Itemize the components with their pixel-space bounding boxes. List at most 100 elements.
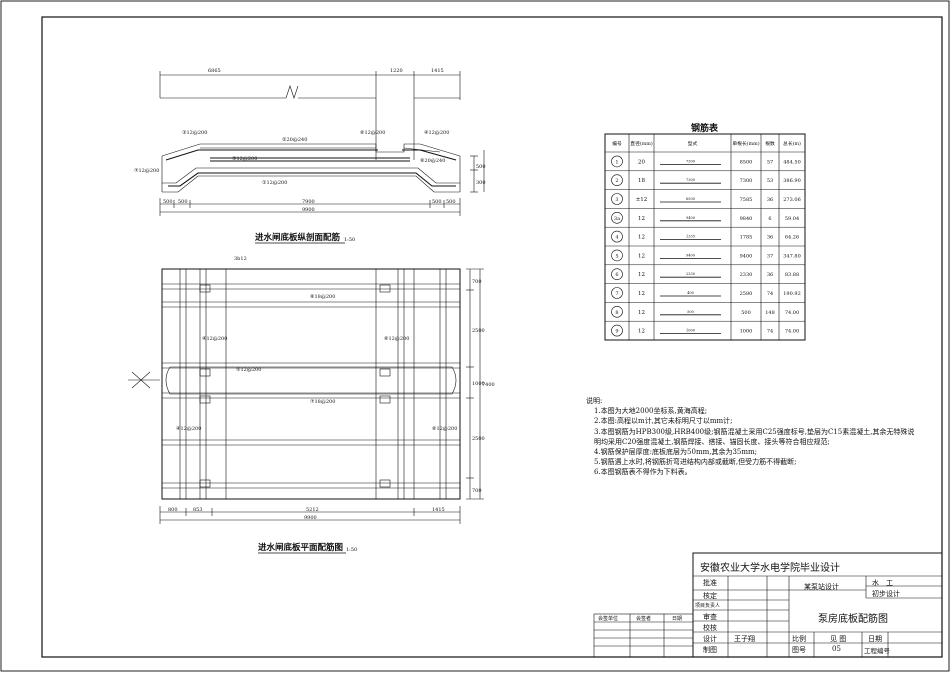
section-bottom-dim-2: 500 <box>178 199 188 205</box>
note-4: 4.钢筋保护层厚度:底板底层为50mm,其余为35mm; <box>594 448 757 457</box>
project-number-label: 工程编号 <box>864 647 890 655</box>
rebar-diameter: 12 <box>638 291 645 297</box>
section-bar-callouts: ③12@200 ②20@240 ⑥12@200 ④12@200 ⑤12@200 … <box>134 129 449 186</box>
plan-scale: 1:50 <box>346 547 357 553</box>
rebar-no-circle <box>611 155 623 168</box>
plan-bar-7: ⑦18@200 <box>310 398 335 405</box>
rebar-count: 148 <box>765 310 775 316</box>
note-2: 2.本图:高程以m计,其它未标明尺寸以mm计; <box>594 417 733 426</box>
note-3: 3.本图钢筋为HPB300级,HRB400级;钢筋混凝土采用C25强度标号,垫层… <box>594 427 915 446</box>
rebar-diameter: 12 <box>638 216 645 222</box>
rebar-count: 36 <box>767 197 773 203</box>
rebar-shape-dim: 2330 <box>686 272 695 276</box>
notes-title: 说明: <box>586 397 603 405</box>
rebar-length: 8500 <box>740 159 753 165</box>
rebar-count: 36 <box>767 235 773 241</box>
rebar-diameter: ±12 <box>636 197 648 203</box>
plan-bottom-dim-3: 5212 <box>306 507 319 513</box>
rebar-total: 83.88 <box>785 272 799 278</box>
rebar-header-1: 直径(mm) <box>630 140 653 147</box>
section-right-dim-2: 300 <box>476 180 486 186</box>
rebar-no: 3a <box>614 216 620 222</box>
rebar-diameter: 12 <box>638 310 645 316</box>
rebar-no: 9 <box>615 329 618 335</box>
date-label: 日期 <box>868 635 882 643</box>
rebar-shape-dim: 7300 <box>686 159 695 163</box>
plan-bar-4a: ④12@200 <box>202 335 227 342</box>
rebar-no-circle <box>611 324 623 337</box>
rebar-shape-dim: 7300 <box>686 178 695 182</box>
sheet-number: 05 <box>832 645 841 653</box>
section-bottom-dim-3: 7900 <box>302 199 315 205</box>
rebar-total: 347.80 <box>783 253 801 259</box>
plan-dimension-labels: 800 853 5212 1415 9900 700 2500 1000 250… <box>168 279 495 521</box>
plan-right-dim-2: 2500 <box>472 328 485 334</box>
rebar-no: 6 <box>615 272 618 278</box>
discipline: 水 工 <box>872 579 893 587</box>
rebar-total: 74.00 <box>785 329 799 335</box>
rebar-no-circle <box>611 174 623 186</box>
section-bar-7: ⑦12@200 <box>134 167 159 174</box>
sign-header-unit: 会签单位 <box>598 616 619 622</box>
plan-right-dim-1: 700 <box>472 279 482 285</box>
rebar-diameter: 12 <box>638 272 645 278</box>
rebar-no: 2 <box>615 178 618 184</box>
rebar-header-5: 总长(m) <box>783 140 801 147</box>
section-top-dim-2: 1220 <box>390 68 403 74</box>
section-top-dim-1: 6865 <box>208 68 221 74</box>
plan-bar-3b: 3b12 <box>234 256 247 262</box>
rebar-no-circle <box>611 305 623 318</box>
plan-right-dim-3: 1000 <box>472 381 485 387</box>
rebar-shape-dim: 9400 <box>686 253 695 257</box>
longitudinal-section-view <box>159 71 485 216</box>
plan-bottom-dim-4: 1415 <box>432 507 445 513</box>
plan-title: 进水闸底板平面配筋图 <box>258 542 343 553</box>
rebar-no: 1 <box>615 159 618 165</box>
designer-name: 王子翔 <box>734 635 755 643</box>
scale-label: 比例 <box>792 635 806 643</box>
rebar-count: 53 <box>767 178 773 184</box>
rebar-total: 64.26 <box>785 235 799 241</box>
plan-right-total: 7400 <box>482 382 495 388</box>
section-bar-5: ⑤12@200 <box>232 155 257 162</box>
plan-bar-8: ⑧18@200 <box>310 293 335 300</box>
plan-bar-5: ⑤12@200 <box>236 366 261 373</box>
plan-bottom-dim-2: 853 <box>193 507 203 513</box>
note-1: 1.本图为大地2000坐标系,黄海高程; <box>594 407 708 416</box>
rebar-length: 1000 <box>740 329 753 335</box>
rebar-header-2: 型式 <box>688 140 698 147</box>
sign-header-date: 日期 <box>672 616 683 622</box>
plan-total-dim: 9900 <box>304 515 317 521</box>
rebar-shape-dim: 1000 <box>686 329 695 333</box>
section-bar-3: ③12@200 <box>182 129 207 136</box>
rebar-shape-dim: 1335 <box>686 235 695 239</box>
plan-bar-callouts: 3b12 ⑧18@200 ⑤12@200 ④12@200 ⑥12@200 ⑦18… <box>176 256 457 432</box>
rebar-header-3: 单根长(mm) <box>732 140 759 147</box>
rebar-diameter: 12 <box>638 329 645 335</box>
section-bottom-dim-5: 500 <box>446 199 456 205</box>
rebar-header-4: 根数 <box>765 140 775 147</box>
rebar-diameter: 20 <box>638 159 645 165</box>
rebar-count: 6 <box>768 216 771 222</box>
role-lead: 项目负责人 <box>695 603 721 609</box>
project-name: 某泵站设计 <box>804 583 839 591</box>
sign-header-signer: 会签者 <box>636 616 652 622</box>
role-draft: 制图 <box>703 646 717 654</box>
school-title: 安徽农业大学水电学院毕业设计 <box>700 563 840 574</box>
design-stage: 初步设计 <box>872 590 900 598</box>
section-bar-8: ⑧20@240 <box>420 157 445 164</box>
rebar-table <box>604 133 806 341</box>
section-total-dim: 9900 <box>302 207 315 213</box>
role-review: 审查 <box>703 613 717 621</box>
rebar-count: 36 <box>767 272 773 278</box>
rebar-diameter: 12 <box>638 235 645 241</box>
rebar-shape-dim: 500 <box>687 310 694 314</box>
rebar-no: 5 <box>615 253 618 259</box>
plan-right-dim-5: 700 <box>472 488 482 494</box>
rebar-no: 7 <box>615 291 618 297</box>
rebar-length: 1785 <box>740 235 753 241</box>
section-top-dim-3: 1415 <box>431 68 444 74</box>
rebar-count: 37 <box>767 253 773 259</box>
